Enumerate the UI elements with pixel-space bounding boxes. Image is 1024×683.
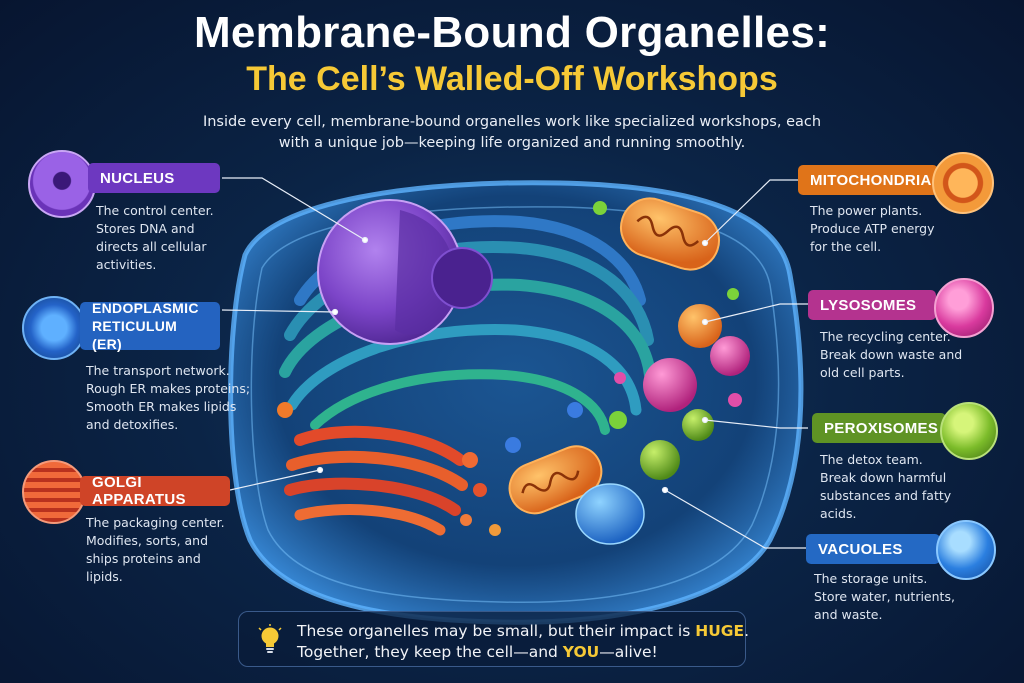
- er-label: ENDOPLASMIC RETICULUM (ER): [80, 300, 220, 352]
- vacuole-icon: [936, 520, 996, 580]
- intro-text: Inside every cell, membrane-bound organe…: [202, 114, 822, 151]
- footer-line-1-end: .: [744, 622, 750, 640]
- golgi-illustration: [284, 425, 487, 536]
- lysosomes-label: LYSOSOMES: [808, 290, 936, 320]
- peroxisomes-label: PEROXISOMES: [812, 413, 946, 443]
- footer-highlight-you: YOU: [562, 643, 600, 661]
- lightbulb-icon: [258, 624, 282, 653]
- peroxisomes-description: The detox team. Break down harmful subst…: [820, 452, 952, 521]
- footer-line-2: Together, they keep the cell—and YOU—ali…: [297, 643, 658, 661]
- nucleus-icon: [28, 150, 96, 218]
- nucleus-illustration: [317, 199, 493, 345]
- golgi-label: GOLGI APPARATUS: [80, 474, 230, 508]
- footer-callout: These organelles may be small, but their…: [238, 611, 749, 667]
- footer-line-1: These organelles may be small, but their…: [297, 622, 749, 640]
- vesicles-illustration: [277, 201, 750, 545]
- vacuoles-description: The storage units. Store water, nutrient…: [814, 571, 955, 622]
- lysosome-icon: [934, 278, 994, 338]
- er-description: The transport network. Rough ER makes pr…: [86, 363, 251, 432]
- er-label-line1: ENDOPLASMIC: [92, 300, 199, 316]
- page-title: Membrane-Bound Organelles:: [193, 8, 831, 57]
- nucleus-description: The control center. Stores DNA and direc…: [96, 203, 214, 272]
- footer-line-2-text: Together, they keep the cell—and: [297, 643, 563, 661]
- leader-lines: [221, 177, 808, 549]
- er-icon: [22, 296, 86, 360]
- golgi-description: The packaging center. Modifies, sorts, a…: [86, 515, 225, 584]
- footer-highlight-huge: HUGE: [695, 622, 745, 640]
- mitochondria-icon: [932, 152, 994, 214]
- footer-line-2-end: —alive!: [599, 643, 658, 661]
- mitochondria-illustration: [508, 197, 720, 515]
- nucleus-label: NUCLEUS: [88, 163, 220, 193]
- er-label-line2: RETICULUM (ER): [92, 318, 178, 352]
- lysosomes-description: The recycling center. Break down waste a…: [820, 329, 963, 380]
- mitochondria-description: The power plants. Produce ATP energy for…: [810, 203, 935, 254]
- footer-line-1-text: These organelles may be small, but their…: [297, 622, 696, 640]
- page-subtitle: The Cell’s Walled-Off Workshops: [246, 60, 778, 98]
- peroxisome-icon: [940, 402, 998, 460]
- mitochondria-label: MITOCHONDRIA: [798, 165, 938, 195]
- golgi-icon: [22, 460, 86, 524]
- vacuoles-label: VACUOLES: [806, 534, 940, 564]
